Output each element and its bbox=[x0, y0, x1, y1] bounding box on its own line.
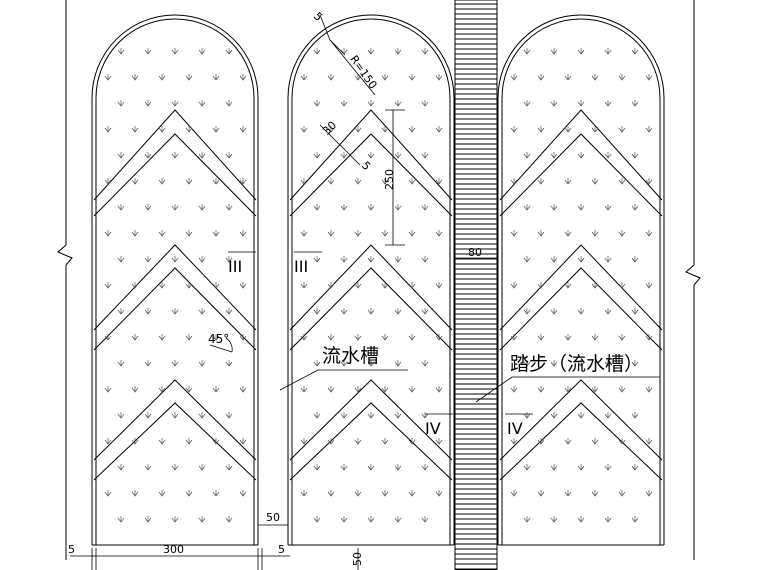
arch-middle bbox=[287, 14, 455, 545]
dim-line-50 bbox=[257, 520, 289, 530]
chevron-right-3 bbox=[499, 379, 663, 481]
dim-line-radius bbox=[329, 39, 376, 96]
dim-gutter-width: 30 bbox=[320, 119, 339, 138]
chevron-left-2 bbox=[93, 244, 257, 351]
leader-steps bbox=[475, 376, 660, 403]
dim-right-offset: 5 bbox=[278, 543, 285, 556]
dim-column-gap: 50 bbox=[266, 511, 280, 524]
dim-column-width: 300 bbox=[163, 543, 184, 556]
column-right bbox=[497, 14, 665, 546]
angle-arc bbox=[209, 337, 233, 353]
dim-offset-small: 5 bbox=[359, 159, 373, 173]
steps-strip bbox=[454, 0, 498, 570]
chevron-left-3 bbox=[93, 379, 257, 481]
label-gutter: 流水槽 bbox=[322, 345, 379, 367]
section-mark-iv-right: IV bbox=[507, 419, 523, 438]
section-mark-iii-right: III bbox=[294, 257, 308, 276]
chevron-middle-3 bbox=[289, 379, 453, 481]
dim-line-gutter bbox=[319, 124, 361, 166]
chevron-middle-1 bbox=[289, 109, 453, 217]
dim-line-bottom bbox=[70, 548, 290, 570]
arch-right bbox=[497, 14, 665, 545]
column-middle bbox=[287, 14, 455, 546]
dim-bottom-offset: 50 bbox=[351, 552, 364, 566]
label-angle: 45° bbox=[208, 332, 229, 346]
section-mark-iv-left: IV bbox=[425, 419, 441, 438]
section-mark-iii-left: III bbox=[228, 257, 242, 276]
dim-steps-width: 80 bbox=[468, 246, 482, 259]
leader-gutter bbox=[279, 369, 408, 391]
label-steps-gutter: 踏步（流水槽） bbox=[510, 353, 643, 375]
chevron-left-1 bbox=[93, 109, 257, 217]
dim-chevron-spacing: 250 bbox=[383, 169, 396, 190]
break-mark-right bbox=[685, 264, 701, 286]
dim-line-250 bbox=[385, 109, 405, 246]
chevron-right-2 bbox=[499, 244, 663, 351]
dim-left-offset: 5 bbox=[68, 543, 75, 556]
arch-left bbox=[91, 14, 259, 545]
chevron-right-1 bbox=[499, 109, 663, 217]
break-mark-left bbox=[57, 244, 73, 266]
frame-outline bbox=[65, 0, 695, 560]
chevron-middle-2 bbox=[289, 244, 453, 351]
grass-symbols bbox=[104, 48, 653, 523]
column-left bbox=[91, 14, 259, 546]
dim-radius: R=150 bbox=[347, 53, 379, 91]
grass-marks bbox=[104, 48, 653, 523]
